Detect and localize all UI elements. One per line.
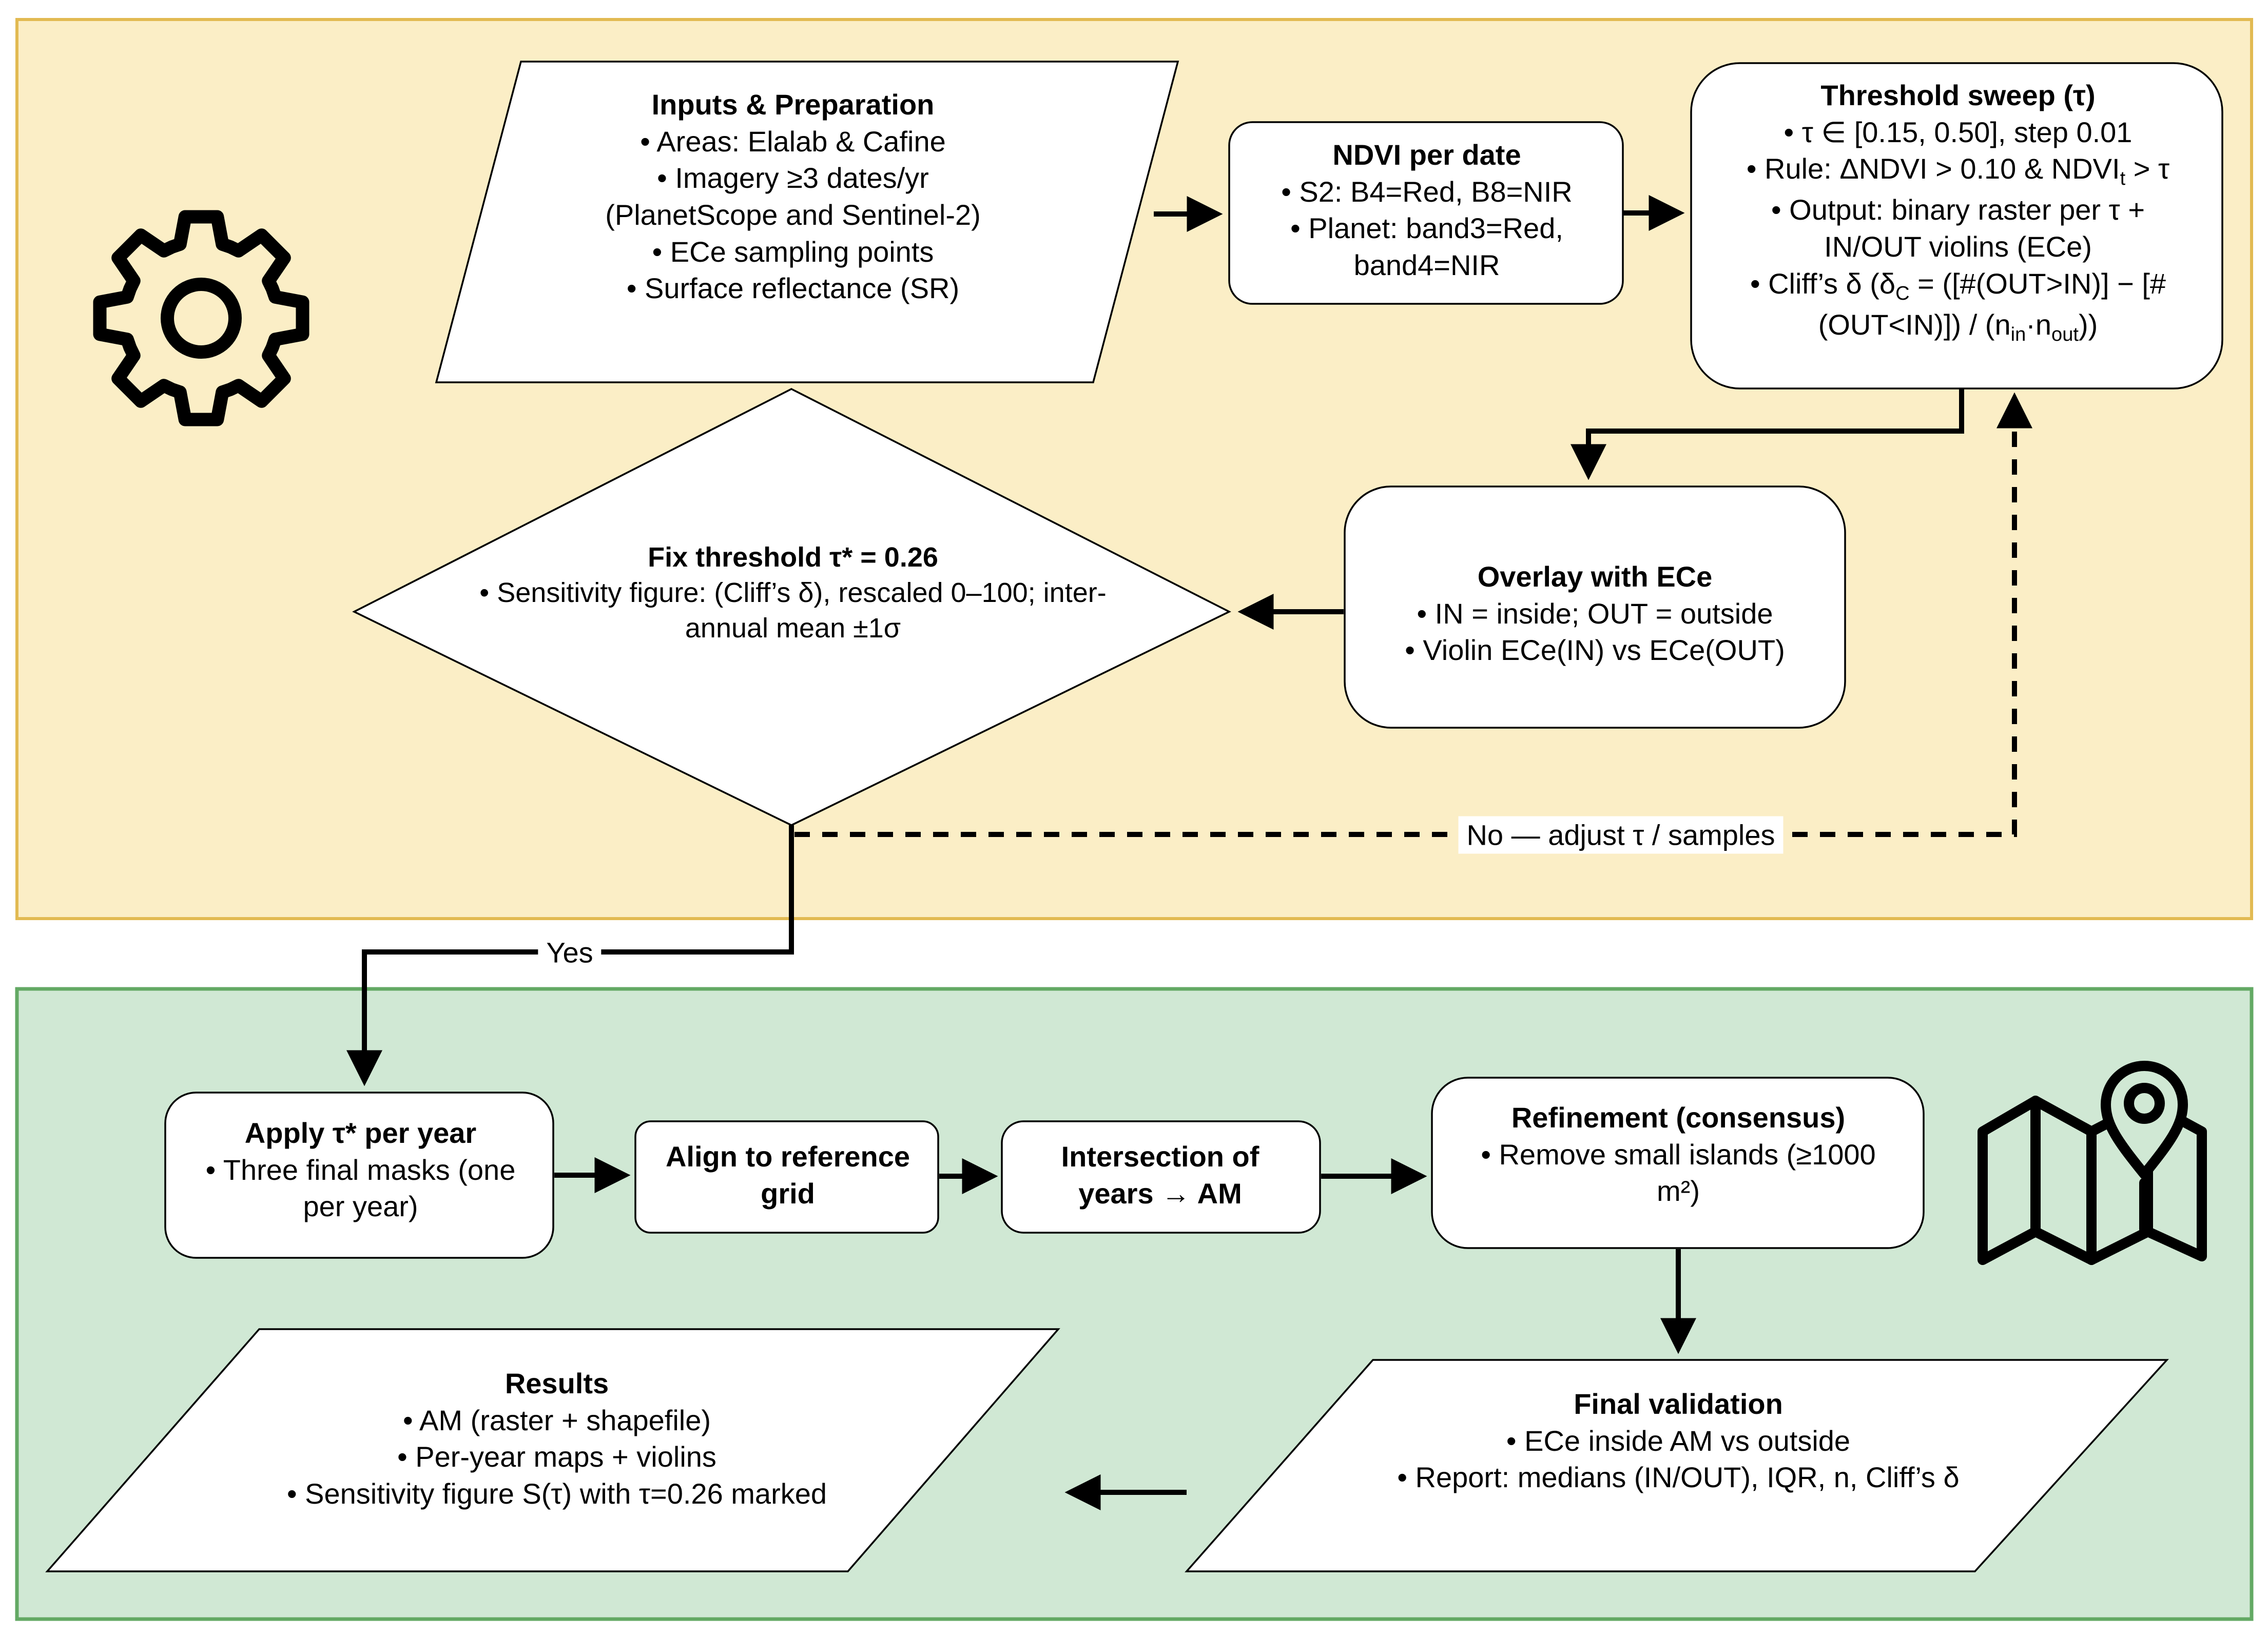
node-align-text: Align to reference grid: [639, 1138, 937, 1212]
node-apply-text: Apply τ* per year • Three final masks (o…: [175, 1115, 547, 1225]
text-line: • Areas: Elalab & Cafine: [640, 125, 946, 158]
gear-icon-hole: [161, 278, 242, 359]
text-line: • Output: binary raster per τ +: [1771, 193, 2145, 226]
node-title: Refinement (consensus): [1511, 1101, 1846, 1134]
edge-label-no: No — adjust τ / samples: [1458, 816, 1784, 854]
node-title: Fix threshold τ* = 0.26: [648, 542, 938, 573]
location-pin-hole: [2124, 1083, 2165, 1124]
text-line: • Per-year maps + violins: [397, 1441, 716, 1473]
text-line: • Three final masks (one: [205, 1153, 516, 1186]
node-title: Results: [505, 1367, 609, 1399]
text-line: • Surface reflectance (SR): [626, 272, 960, 305]
node-title: Threshold sweep (τ): [1820, 79, 2096, 111]
node-refinement-shape: [1431, 1077, 1925, 1249]
node-overlay-shape: [1344, 485, 1846, 729]
node-title: Overlay with ECe: [1477, 560, 1713, 593]
gear-icon-body: [93, 210, 309, 426]
text-line: • Sensitivity figure S(τ) with τ=0.26 ma…: [286, 1477, 827, 1510]
node-ndvi-text: NDVI per date • S2: B4=Red, B8=NIR • Plan…: [1232, 137, 1622, 284]
node-ndvi-shape: [1228, 121, 1624, 305]
text-line: • S2: B4=Red, B8=NIR: [1281, 175, 1573, 208]
node-final-validation-text: Final validation • ECe inside AM vs outs…: [1255, 1386, 2102, 1496]
node-inputs-text: Inputs & Preparation • Areas: Elalab & C…: [452, 86, 1134, 307]
text-line: (PlanetScope and Sentinel-2): [605, 199, 981, 231]
node-title: Inputs & Preparation: [651, 88, 935, 121]
text-line: grid: [761, 1177, 815, 1210]
edge-decision-no-feedback: [794, 392, 2032, 837]
map-location-pin-icon: [1978, 1061, 2207, 1265]
text-line: • Sensitivity figure: (Cliff’s δ), resca…: [479, 577, 1107, 609]
text-line: years → AM: [1078, 1177, 1242, 1210]
node-intersection-shape: [1001, 1120, 1321, 1234]
node-intersection-text: Intersection of years → AM: [1005, 1138, 1315, 1212]
node-align-shape: [634, 1120, 939, 1234]
node-results-text: Results • AM (raster + shapefile) • Per-y…: [149, 1365, 965, 1512]
node-results-shape: [45, 1328, 1060, 1572]
node-title: Apply τ* per year: [244, 1117, 477, 1149]
node-threshold-text: Threshold sweep (τ) • τ ∈ [0.15, 0.50], …: [1694, 77, 2222, 347]
text-line: • τ ∈ [0.15, 0.50], step 0.01: [1784, 115, 2133, 148]
node-threshold-shape: [1690, 62, 2223, 390]
text-line: • Report: medians (IN/OUT), IQR, n, Clif…: [1397, 1461, 1960, 1494]
text-line: • Planet: band3=Red,: [1290, 212, 1563, 245]
text-line: • ECe inside AM vs outside: [1506, 1424, 1851, 1457]
text-line: • IN = inside; OUT = outside: [1417, 597, 1773, 630]
text-line: (OUT<IN)]) / (nin·nout)): [1818, 308, 2098, 345]
node-title: Final validation: [1574, 1388, 1783, 1420]
node-inputs-shape: [435, 61, 1179, 383]
node-decision-text: Fix threshold τ* = 0.26 • Sensitivity fi…: [441, 540, 1145, 646]
node-decision-shape: [352, 388, 1231, 826]
text-line: per year): [303, 1190, 418, 1223]
map-outline: [1978, 1096, 2207, 1265]
node-overlay-text: Overlay with ECe • IN = inside; OUT = ou…: [1360, 558, 1830, 669]
gear-icon: [93, 210, 309, 426]
text-line: Align to reference: [665, 1140, 910, 1173]
text-line: annual mean ±1σ: [685, 613, 901, 644]
text-line: Intersection of: [1061, 1140, 1259, 1173]
text-line: • Remove small islands (≥1000: [1481, 1138, 1876, 1171]
node-title: NDVI per date: [1332, 139, 1521, 171]
text-line: m²): [1657, 1175, 1700, 1208]
node-final-validation-shape: [1185, 1359, 2169, 1572]
edge-label-yes: Yes: [538, 933, 602, 971]
text-line: IN/OUT violins (ECe): [1824, 230, 2092, 263]
text-line: • Cliff’s δ (δC = ([#(OUT>IN)] − [#: [1750, 267, 2166, 304]
text-line: • Rule: ΔNDVI > 0.10 & NDVIt > τ: [1746, 152, 2170, 190]
text-line: • Imagery ≥3 dates/yr: [657, 162, 929, 194]
text-line: • ECe sampling points: [652, 235, 934, 268]
node-apply-shape: [164, 1092, 554, 1259]
text-line: • AM (raster + shapefile): [402, 1404, 711, 1436]
node-refinement-text: Refinement (consensus) • Remove small is…: [1437, 1099, 1920, 1210]
edge-threshold-to-overlay: [1571, 388, 1964, 480]
text-line: • Violin ECe(IN) vs ECe(OUT): [1405, 634, 1785, 667]
text-line: band4=NIR: [1353, 249, 1500, 282]
